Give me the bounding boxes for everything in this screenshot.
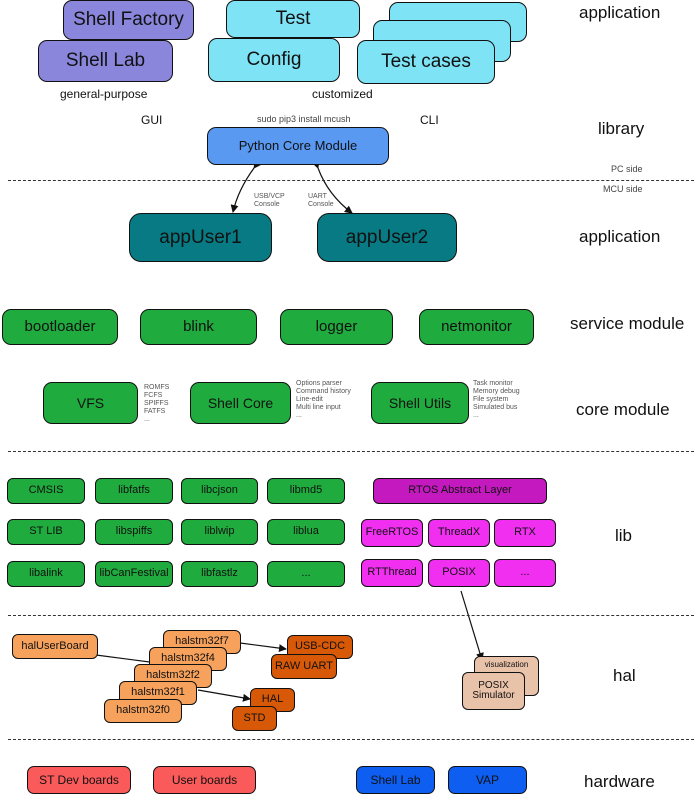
vfs-note: SPIFFS xyxy=(144,400,169,408)
layer-label-hal: hal xyxy=(613,666,636,685)
lib-liblua-box: liblua xyxy=(267,519,345,545)
rtos-more-box: ... xyxy=(494,559,556,587)
rtos-posix-box: POSIX xyxy=(428,559,490,587)
service-logger-box: logger xyxy=(280,309,393,345)
layer-label-application: application xyxy=(579,227,661,246)
rtos-abstract-layer-box: RTOS Abstract Layer xyxy=(373,478,547,504)
core-lib-divider xyxy=(8,451,694,452)
pc-side-caption: PC side xyxy=(611,164,643,174)
uart-label-line2: Console xyxy=(308,201,334,209)
posix-simulator-line2: Simulator xyxy=(472,690,515,701)
usb-vcp-link xyxy=(230,159,262,213)
shell-core-note: Options parser xyxy=(296,380,342,387)
mcu-side-caption: MCU side xyxy=(603,184,643,194)
driver-raw-uart-box: RAW UART xyxy=(271,654,337,679)
hal-user-board-box: halUserBoard xyxy=(12,634,98,659)
posix-simulator-line1: POSIX xyxy=(478,679,509,691)
core-shell-utils-box: Shell Utils xyxy=(371,382,469,424)
service-bootloader-box: bootloader xyxy=(2,309,118,345)
lib-hal-divider xyxy=(8,615,694,616)
lib-libfastlz-box: libfastlz xyxy=(181,561,258,587)
shell-core-note: Command history xyxy=(296,388,351,396)
shell-core-note: ... xyxy=(296,412,302,420)
shell-utils-note: Memory debug xyxy=(473,388,520,396)
general-purpose-caption: general-purpose xyxy=(60,87,148,101)
layer-label-application-top: application xyxy=(579,3,661,22)
test-box: Test xyxy=(226,0,360,38)
rtos-rtthread-box: RTThread xyxy=(361,559,423,587)
shell-utils-notes: Task monitor Memory debug File system Si… xyxy=(473,380,520,420)
usb-vcp-label: USB/VCP Console xyxy=(254,193,285,209)
python-core-module-box: Python Core Module xyxy=(207,127,389,165)
app-user1-box: appUser1 xyxy=(129,213,272,262)
rtos-threadx-box: ThreadX xyxy=(428,519,490,547)
usb-vcp-label-line1: USB/VCP xyxy=(254,193,285,200)
customized-caption: customized xyxy=(312,87,373,101)
shell-core-notes: Options parser Command history Line-edit… xyxy=(296,380,351,420)
rtos-freertos-box: FreeRTOS xyxy=(361,519,423,547)
layer-label-library: library xyxy=(598,119,645,138)
lib-libspiffs-box: libspiffs xyxy=(95,519,173,545)
shell-core-note: Multi line input xyxy=(296,404,341,412)
service-netmonitor-box: netmonitor xyxy=(419,309,534,345)
layer-label-service-module: service module xyxy=(570,314,685,333)
shell-factory-box: Shell Factory xyxy=(63,0,194,40)
driver-std-box: STD xyxy=(232,706,277,731)
uart-label-line1: UART xyxy=(308,193,327,200)
hw-st-dev-boards-box: ST Dev boards xyxy=(27,766,131,794)
app-user2-box: appUser2 xyxy=(317,213,457,262)
lib-libalink-box: libalink xyxy=(7,561,85,587)
lib-more-box: ... xyxy=(267,561,345,587)
layer-label-lib: lib xyxy=(615,526,633,545)
lib-libcjson-box: libcjson xyxy=(181,478,258,504)
config-box: Config xyxy=(208,38,340,82)
uart-label: UART Console xyxy=(308,193,334,209)
stm-to-hal-arrow xyxy=(197,689,251,702)
vfs-note: ROMFS xyxy=(144,384,170,391)
pc-mcu-divider xyxy=(8,180,694,181)
pip-install-caption: sudo pip3 install mcush xyxy=(257,114,351,124)
shell-utils-note: File system xyxy=(473,396,509,404)
posix-simulator-box: POSIX Simulator xyxy=(462,672,525,710)
rtos-posix-to-simulator-arrow xyxy=(460,590,484,661)
test-cases-box: Test cases xyxy=(357,40,495,84)
service-blink-box: blink xyxy=(140,309,257,345)
lib-liblwip-box: liblwip xyxy=(181,519,258,545)
rtos-rtx-box: RTX xyxy=(494,519,556,547)
hw-vap-box: VAP xyxy=(448,766,527,794)
shell-lab-app-box: Shell Lab xyxy=(38,40,173,82)
layer-label-core-module: core module xyxy=(576,400,670,419)
stm-to-usb-cdc-arrow xyxy=(239,642,287,653)
cli-caption: CLI xyxy=(420,113,439,127)
shell-utils-note: ... xyxy=(473,412,479,420)
gui-caption: GUI xyxy=(141,113,163,127)
vfs-notes: ROMFS FCFS SPIFFS FATFS ... xyxy=(144,384,169,424)
shell-core-note: Line-edit xyxy=(296,396,323,404)
shell-utils-note: Task monitor xyxy=(473,380,513,387)
hal-stm32f0-box: halstm32f0 xyxy=(104,699,182,723)
lib-libfatfs-box: libfatfs xyxy=(95,478,173,504)
hal-hardware-divider xyxy=(8,739,694,740)
vfs-note: FATFS xyxy=(144,408,166,416)
lib-cmsis-box: CMSIS xyxy=(7,478,85,504)
usb-vcp-label-line2: Console xyxy=(254,201,280,209)
lib-libmd5-box: libmd5 xyxy=(267,478,345,504)
core-vfs-box: VFS xyxy=(43,382,138,424)
shell-utils-note: Simulated bus xyxy=(473,404,518,412)
core-shell-core-box: Shell Core xyxy=(190,382,291,424)
uart-link xyxy=(311,160,353,214)
vfs-note: ... xyxy=(144,416,150,424)
vfs-note: FCFS xyxy=(144,392,163,400)
hw-shell-lab-box: Shell Lab xyxy=(356,766,435,794)
hw-user-boards-box: User boards xyxy=(153,766,256,794)
layer-label-hardware: hardware xyxy=(584,772,655,791)
lib-st-lib-box: ST LIB xyxy=(7,519,85,545)
lib-libcanfestival-box: libCanFestival xyxy=(95,561,173,587)
